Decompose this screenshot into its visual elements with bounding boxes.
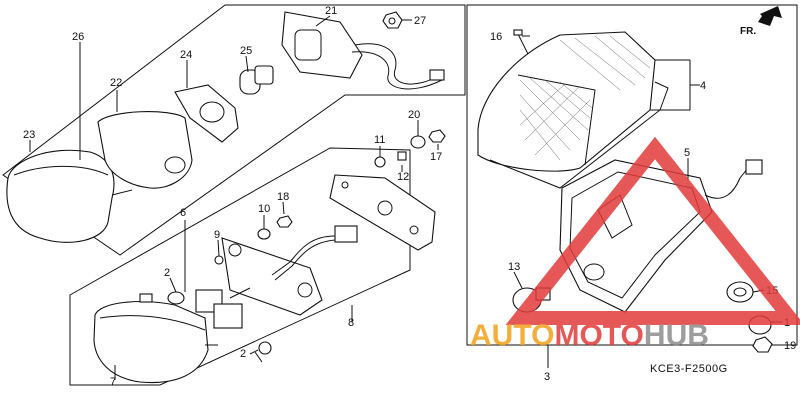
- label-18: 18: [277, 191, 289, 203]
- label-24: 24: [180, 49, 192, 61]
- bracket-plate-part: [221, 237, 323, 316]
- socket-part: [281, 11, 445, 90]
- license-mount-part: [329, 174, 436, 251]
- group-frame-26: [2, 4, 466, 256]
- label-9: 9: [214, 229, 220, 241]
- tail-lens-part: [6, 149, 133, 243]
- watermark-text: AUTOMOTOHUB: [470, 319, 709, 352]
- label-16: 16: [490, 31, 502, 43]
- label-2b: 2: [240, 348, 246, 360]
- front-direction-arrow: FR.: [740, 6, 782, 37]
- label-6: 6: [180, 207, 186, 219]
- label-19: 19: [784, 340, 796, 352]
- label-4: 4: [700, 80, 706, 92]
- socket-assembly-part: [195, 287, 251, 329]
- housing-base-part: [559, 159, 763, 313]
- nut-part: [382, 11, 403, 29]
- group-frame-6: [69, 147, 411, 386]
- small-hardware-part: [214, 129, 446, 265]
- reflector-housing-part: [97, 111, 193, 189]
- label-22: 22: [110, 77, 122, 89]
- label-12: 12: [397, 171, 409, 183]
- grommet-15-part: [726, 281, 754, 303]
- diagram-code: KCE3-F2500G: [650, 363, 728, 375]
- label-10: 10: [258, 203, 270, 215]
- taillight-lens-part: [477, 31, 669, 189]
- label-25: 25: [240, 45, 252, 57]
- label-21: 21: [325, 5, 337, 17]
- label-26: 26: [72, 31, 84, 43]
- label-5: 5: [684, 147, 690, 159]
- direction-label: FR.: [740, 26, 756, 37]
- label-13: 13: [508, 261, 520, 273]
- label-3: 3: [544, 371, 550, 383]
- group-frame-3: [466, 4, 798, 346]
- bulb-part: [239, 65, 274, 95]
- turn-signal-lens-part: [93, 301, 218, 384]
- gasket-part: [174, 84, 239, 143]
- wiring-part: [271, 225, 358, 281]
- label-27: 27: [414, 15, 426, 27]
- label-23: 23: [23, 129, 35, 141]
- label-20: 20: [408, 109, 420, 121]
- label-11: 11: [374, 134, 385, 146]
- screw-part: [139, 293, 153, 303]
- label-17: 17: [430, 151, 442, 163]
- label-2a: 2: [164, 267, 170, 279]
- leader-lines: [29, 15, 782, 380]
- watermark-logo: AUTOMOTOHUB: [470, 136, 800, 352]
- watermark-triangle: [505, 136, 800, 325]
- label-8: 8: [348, 317, 354, 329]
- label-7: 7: [110, 376, 116, 388]
- screw-16-part: [513, 29, 529, 55]
